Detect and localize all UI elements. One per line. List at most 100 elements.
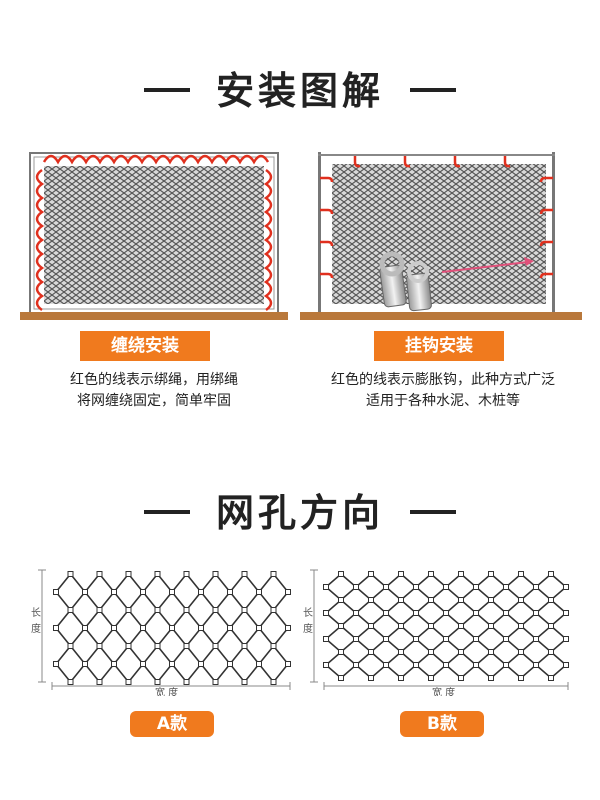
mesh-knot — [270, 607, 277, 613]
mesh-knot — [154, 571, 161, 577]
rope-right — [263, 168, 273, 312]
direction-title-text: 网孔方向 — [215, 491, 384, 535]
mesh-knot — [458, 597, 464, 603]
mesh-cell — [504, 624, 538, 654]
mesh-knot — [241, 679, 248, 685]
mesh-knot — [212, 607, 219, 613]
mesh-knot — [96, 679, 103, 685]
mesh-knot — [154, 643, 161, 649]
mesh-knot — [323, 636, 329, 642]
mesh-knot — [518, 597, 524, 603]
hook-icon — [539, 208, 553, 215]
style-b-width-label: 宽 度 — [432, 686, 455, 696]
mesh-knot — [198, 661, 204, 667]
mesh-knot — [443, 636, 449, 642]
mesh-knot — [353, 584, 359, 590]
mesh-knot — [140, 589, 146, 595]
mesh-knot — [503, 662, 509, 668]
mesh-cell — [83, 572, 116, 612]
pointer-arrow — [441, 261, 529, 273]
mesh-knot — [111, 661, 117, 667]
mesh-knot — [270, 643, 277, 649]
hook-icon — [353, 156, 361, 168]
mesh-knot — [383, 662, 389, 668]
mesh-cell — [54, 608, 87, 648]
mesh-knot — [125, 571, 132, 577]
style-a-width-label: 宽 度 — [155, 686, 178, 696]
style-a-mesh-diagram: 长 度 宽 度 — [31, 569, 291, 696]
mesh-cell — [444, 572, 478, 602]
expansion-hooks — [320, 156, 553, 279]
mesh-cell — [257, 644, 290, 684]
mesh-cell — [504, 598, 538, 628]
wrap-install-label: 缠绕安装 — [80, 331, 210, 361]
mesh-knot — [398, 649, 404, 655]
mesh-knot — [428, 623, 434, 629]
rope-top — [42, 154, 270, 165]
mesh-knot — [256, 625, 262, 631]
hook-icon — [453, 156, 461, 168]
mesh-cell — [414, 572, 448, 602]
mesh-knot — [368, 623, 374, 629]
mesh-cell — [170, 608, 203, 648]
hook-icon — [539, 176, 553, 183]
mesh-knot — [256, 661, 262, 667]
mesh-knot — [338, 597, 344, 603]
mesh-knot — [473, 610, 479, 616]
direction-section-title: 网孔方向 — [0, 482, 600, 537]
mesh-cell — [54, 572, 87, 612]
mesh-knot — [285, 625, 291, 631]
mesh-knot — [227, 625, 233, 631]
mesh-cell — [384, 650, 418, 680]
install-section-title: 安装图解 — [0, 60, 600, 115]
mesh-knot — [353, 636, 359, 642]
mesh-cell — [324, 598, 358, 628]
mesh-cell — [141, 644, 174, 684]
mesh-cell — [228, 608, 261, 648]
hook-icon — [403, 156, 411, 168]
mesh-knot — [503, 636, 509, 642]
mesh-knot — [368, 649, 374, 655]
mesh-knot — [125, 607, 132, 613]
style-a-length-char1: 长 — [31, 607, 41, 619]
mesh-knot — [67, 607, 74, 613]
mesh-knot — [198, 625, 204, 631]
mesh-knot — [140, 661, 146, 667]
mesh-cell — [354, 650, 388, 680]
mesh-cell — [444, 650, 478, 680]
mesh-knot — [533, 662, 539, 668]
mesh-knot — [338, 675, 344, 681]
mesh-panel-b — [332, 164, 546, 304]
mesh-knot — [488, 675, 494, 681]
mesh-knot — [563, 610, 569, 616]
mesh-knot — [212, 679, 219, 685]
mesh-knot — [368, 571, 374, 577]
mesh-knot — [473, 636, 479, 642]
mesh-knot — [169, 625, 175, 631]
mesh-cell — [474, 624, 508, 654]
mesh-cell — [444, 624, 478, 654]
mesh-knot — [518, 675, 524, 681]
mesh-knot — [518, 649, 524, 655]
mesh-knot — [563, 662, 569, 668]
mesh-knot — [140, 625, 146, 631]
mesh-knot — [563, 584, 569, 590]
mesh-knot — [53, 661, 59, 667]
mesh-knot — [548, 597, 554, 603]
mesh-knot — [533, 636, 539, 642]
mesh-knot — [473, 662, 479, 668]
mesh-knot — [323, 584, 329, 590]
ground-a — [20, 312, 288, 320]
style-b-diamond-mesh — [323, 571, 569, 681]
mesh-knot — [183, 643, 190, 649]
expansion-bolt-icon — [379, 251, 432, 312]
mesh-knot — [96, 607, 103, 613]
mesh-knot — [96, 643, 103, 649]
mesh-knot — [212, 643, 219, 649]
mesh-knot — [458, 649, 464, 655]
mesh-cell — [504, 650, 538, 680]
mesh-cell — [414, 624, 448, 654]
mesh-cell — [54, 644, 87, 684]
mesh-cell — [534, 572, 568, 602]
mesh-knot — [548, 571, 554, 577]
